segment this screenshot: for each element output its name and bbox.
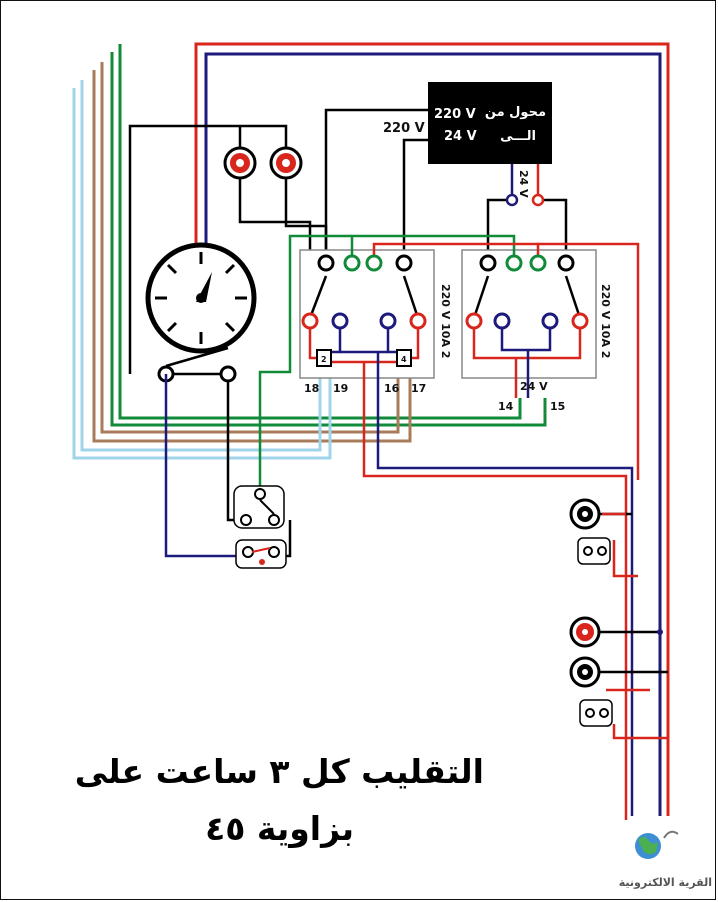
- right-limit-switch-1: [577, 537, 611, 565]
- caption-line1: التقليب كل ٣ ساعت على: [75, 752, 484, 791]
- terminal-16: 16: [384, 382, 400, 395]
- relay-left-coil-mark-1: 2: [321, 355, 327, 364]
- transformer-line2-left: 24 V: [444, 129, 477, 144]
- timer-clock: [145, 242, 257, 354]
- wire-lightblue-1: [80, 80, 322, 452]
- relay-terminals: [301, 254, 589, 330]
- transformer: [428, 82, 552, 164]
- supply-wires: [194, 42, 670, 816]
- transformer-input-label: 220 V: [383, 121, 425, 136]
- transformer-output-label: 24 V: [517, 170, 530, 198]
- logo-text: القرية الالكترونية: [619, 876, 712, 889]
- relay-right-rating: 220 V 10A 2: [599, 284, 612, 358]
- wire-lightblue-2: [72, 88, 332, 460]
- transformer-line1-right: محول من: [485, 105, 546, 120]
- indicator-lamps-top: [223, 146, 303, 180]
- terminal-24v: 24 V: [520, 380, 548, 393]
- left-wire-bundle: [72, 44, 547, 460]
- right-lamp-3: [569, 656, 601, 688]
- terminal-17: 17: [411, 382, 426, 395]
- terminal-19: 19: [333, 382, 348, 395]
- relay-left-coils: [316, 349, 412, 367]
- wire-brown-1: [100, 62, 400, 434]
- right-limit-switch-2: [579, 699, 613, 727]
- transformer-line1-left: 220 V: [434, 107, 476, 122]
- relay-left-coil-mark-2: 4: [401, 355, 407, 364]
- transformer-line2-right: الـــى: [500, 129, 536, 144]
- logo: [635, 830, 679, 859]
- right-lamp-1: [569, 498, 601, 530]
- supply-navy: [204, 52, 662, 816]
- wire-brown-2: [92, 70, 412, 443]
- terminal-18: 18: [304, 382, 319, 395]
- limit-switch-left: [233, 485, 287, 569]
- right-lamp-2: [569, 616, 663, 648]
- terminal-15: 15: [550, 400, 565, 413]
- supply-red: [194, 42, 670, 816]
- transformer-output-terminals: [505, 193, 545, 207]
- caption-line2: بزاوية ٤٥: [205, 809, 354, 849]
- relay-left-rating: 220 V 10A 2: [439, 284, 452, 358]
- terminal-14: 14: [498, 400, 514, 413]
